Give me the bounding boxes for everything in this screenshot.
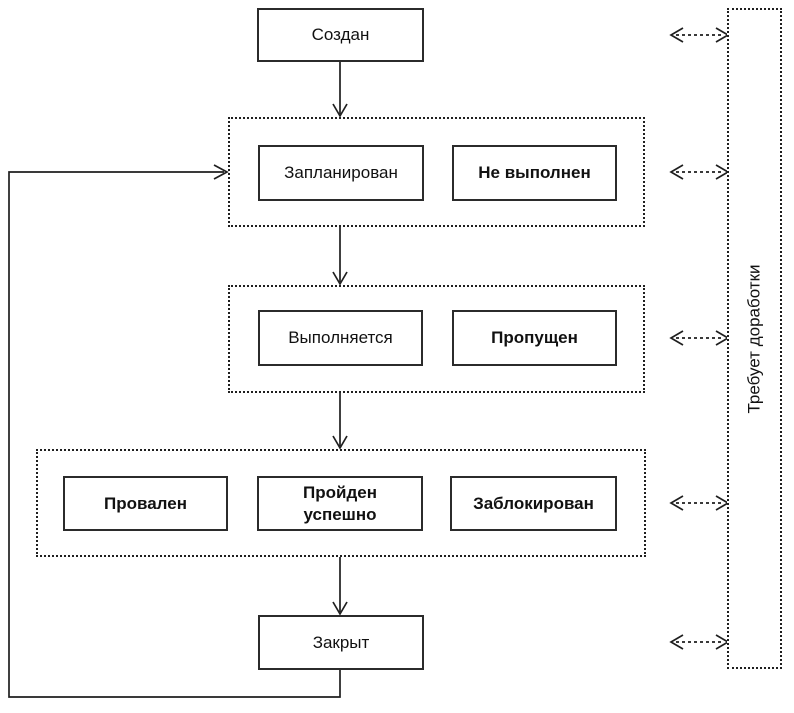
state-created: Создан bbox=[257, 8, 424, 62]
rework-link-arrow-created bbox=[669, 27, 730, 43]
state-failed: Провален bbox=[63, 476, 228, 531]
state-planned: Запланирован bbox=[258, 145, 424, 201]
rework-link-arrow-result-group bbox=[669, 495, 730, 511]
rework-sidebar: Требует доработки bbox=[727, 8, 782, 669]
rework-sidebar-label: Требует доработки bbox=[744, 263, 764, 414]
state-in-progress: Выполняется bbox=[258, 310, 423, 366]
state-label: Провален bbox=[104, 493, 187, 513]
state-label: Пройден успешно bbox=[303, 483, 377, 524]
rework-link-arrow-planned-group bbox=[669, 164, 730, 180]
state-label: Выполняется bbox=[288, 328, 393, 348]
state-label: Не выполнен bbox=[478, 163, 591, 183]
state-passed: Пройден успешно bbox=[257, 476, 423, 531]
arrow-planned-group-to-execution-group bbox=[332, 227, 348, 286]
state-label: Заблокирован bbox=[473, 493, 594, 513]
state-label: Закрыт bbox=[312, 632, 370, 652]
state-closed: Закрыт bbox=[258, 615, 424, 670]
rework-link-arrow-execution-group bbox=[669, 330, 730, 346]
group-execution-stage bbox=[228, 285, 645, 393]
rework-link-arrow-closed bbox=[669, 634, 730, 650]
arrow-execution-group-to-result-group bbox=[332, 393, 348, 450]
arrow-closed-loop-to-planned-group bbox=[8, 164, 341, 698]
state-label: Пропущен bbox=[491, 328, 578, 348]
state-label: Запланирован bbox=[284, 163, 398, 183]
state-blocked: Заблокирован bbox=[450, 476, 617, 531]
arrow-created-to-planned-group bbox=[332, 62, 348, 118]
state-not-executed: Не выполнен bbox=[452, 145, 617, 201]
state-skipped: Пропущен bbox=[452, 310, 617, 366]
arrow-result-group-to-closed bbox=[332, 557, 348, 616]
group-planned-stage bbox=[228, 117, 645, 227]
group-result-stage bbox=[36, 449, 646, 557]
state-label: Создан bbox=[311, 25, 370, 45]
